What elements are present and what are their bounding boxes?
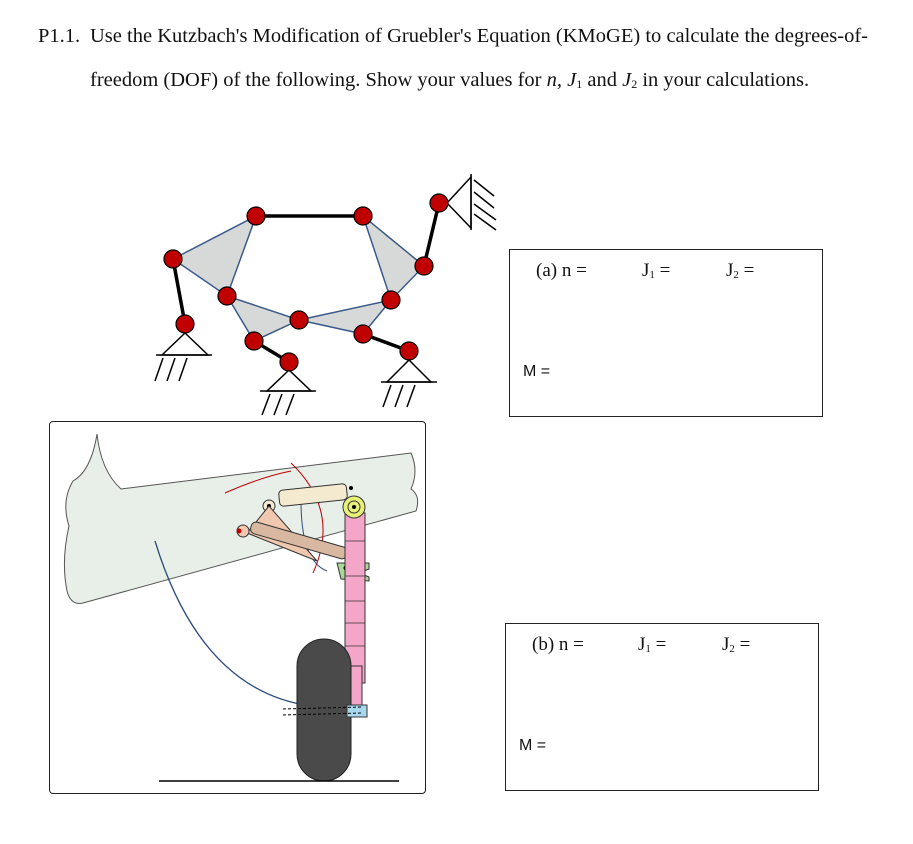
ternary-link-right	[361, 213, 426, 302]
problem-text: Use the Kutzbach's Modification of Grueb…	[90, 25, 868, 91]
wheel	[296, 638, 352, 782]
wheel-swing-arc	[154, 540, 312, 707]
axle-collar	[346, 704, 368, 718]
label-m-b: M =	[519, 737, 547, 754]
label-j1-a: J1 =	[642, 260, 671, 281]
linkage-diagram-a	[154, 174, 497, 416]
ternary-link-bottom-left	[225, 294, 302, 342]
joint-pin	[399, 341, 419, 361]
joint-pin	[244, 331, 264, 351]
joint-pin	[414, 256, 434, 276]
joint-pin	[175, 314, 195, 334]
joint-pin	[353, 206, 373, 226]
answer-box-a[interactable]: (a) n = J1 = J2 = M =	[509, 249, 823, 417]
problem-number: P1.1.	[38, 25, 81, 47]
answer-box-b[interactable]: (b) n = J1 = J2 = M =	[505, 623, 819, 791]
joint-pin	[246, 206, 266, 226]
ternary-link-left	[171, 214, 258, 298]
pivot-dot	[349, 486, 353, 490]
landing-gear-diagram	[63, 433, 419, 782]
joint-pin	[279, 352, 299, 372]
piston-rod	[349, 665, 363, 707]
label-j1-b: J1 =	[638, 634, 667, 655]
actuator-arc	[224, 470, 292, 494]
actuator-cylinder	[278, 483, 348, 507]
label-n-b: (b) n =	[532, 634, 584, 655]
ground-supports	[154, 174, 497, 416]
joint-pin	[163, 249, 183, 269]
joint-pin	[429, 193, 449, 213]
pivot-dot	[236, 528, 242, 534]
landing-gear-frame	[49, 421, 426, 794]
label-m-a: M =	[523, 363, 551, 380]
joint-pin	[381, 290, 401, 310]
joint-pin	[353, 324, 373, 344]
ternary-link-bottom-right	[298, 298, 393, 335]
label-n-a: (a) n =	[536, 260, 587, 281]
label-j2-b: J2 =	[722, 634, 751, 655]
label-j2-a: J2 =	[726, 260, 755, 281]
airframe-body	[63, 433, 419, 604]
joint-pin	[217, 286, 237, 306]
joints	[163, 193, 449, 372]
joint-pin	[289, 310, 309, 330]
link-arc	[290, 462, 324, 574]
problem-statement: P1.1. Use the Kutzbach's Modification of…	[38, 14, 868, 106]
